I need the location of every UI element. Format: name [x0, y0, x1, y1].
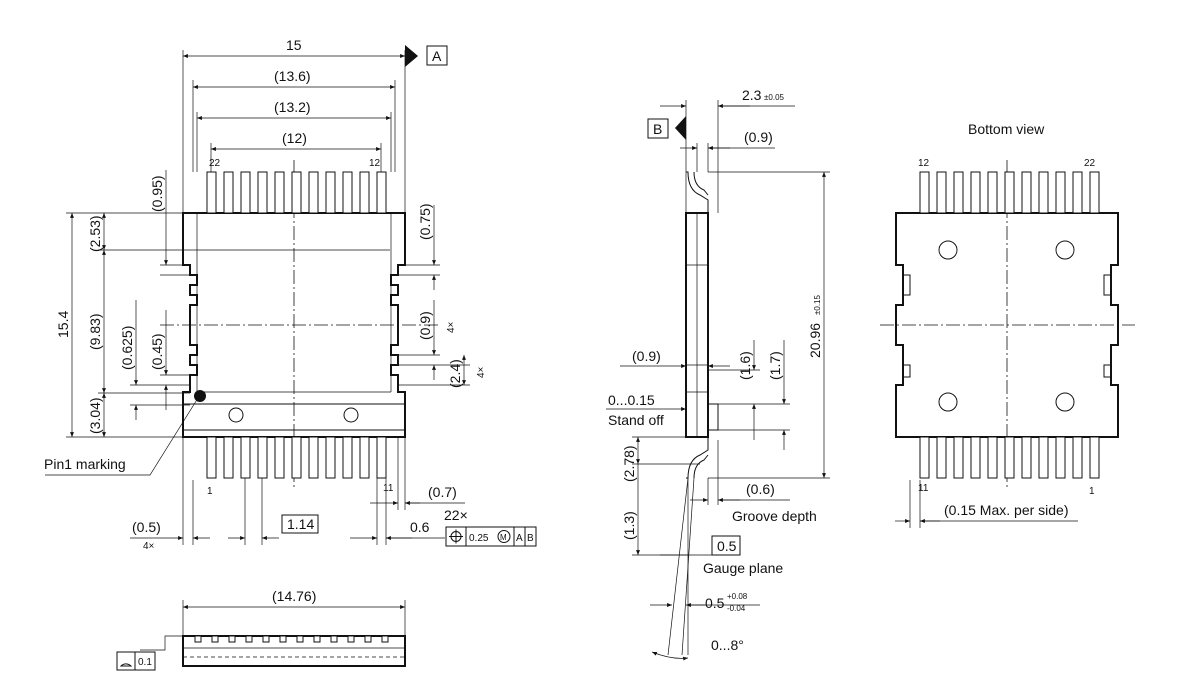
dim-2-3: 2.3	[742, 87, 762, 103]
lead-angle: 0...8°	[711, 637, 744, 653]
bottom-view: Bottom view	[880, 121, 1135, 528]
dim-0-6: 0.6	[410, 519, 430, 535]
mult-4x-b: 4×	[476, 366, 487, 378]
dim-20-96: 20.96	[807, 323, 823, 358]
pin-number-1: 1	[207, 486, 213, 497]
dim-0-625: (0.625)	[119, 326, 135, 370]
groove-depth-label: Groove depth	[732, 508, 817, 524]
bottom-mount-hole-br	[1055, 392, 1075, 412]
bottom-view-title: Bottom view	[968, 121, 1045, 137]
mmc-symbol-icon	[497, 530, 511, 543]
datum-b-label: B	[653, 121, 662, 137]
flatness-value: 0.1	[138, 657, 152, 668]
dim-0-7: (0.7)	[428, 484, 457, 500]
datum-a-label: A	[432, 48, 442, 64]
dim-2-78: (2.78)	[621, 445, 637, 482]
bottom-pin-number-22: 22	[1084, 158, 1096, 169]
pin1-marking-dot	[194, 390, 206, 402]
lead-thickness: 0.5	[705, 595, 725, 611]
front-view: (14.76) 0.1	[116, 588, 406, 671]
top-view-lower-pins	[206, 436, 387, 479]
dim-0-95: (0.95)	[149, 175, 165, 212]
fcf-datum-b: B	[527, 533, 534, 544]
fcf-tolerance: 0.25	[469, 533, 489, 544]
ejector-pin-right	[343, 407, 359, 423]
standoff-label: Stand off	[608, 412, 664, 428]
dim-20-96-tol: ±0.15	[813, 294, 822, 315]
bottom-mount-hole-tl	[938, 240, 958, 260]
bottom-mount-hole-tr	[1055, 240, 1075, 260]
lead-thickness-minus: -0.04	[727, 604, 746, 613]
basic-dim-box	[281, 514, 319, 534]
mult-22x: 22×	[444, 507, 468, 523]
bottom-pin-number-1: 1	[1089, 486, 1095, 497]
bottom-view-lower-pins	[919, 436, 1100, 479]
side-view-lower-lead	[686, 437, 709, 479]
dim-3-04: (3.04)	[87, 397, 103, 434]
position-tolerance-frame: 0.25 M A B	[445, 526, 537, 547]
datum-b-box	[647, 118, 669, 139]
ejector-pin-left	[228, 407, 244, 423]
side-view-upper-lead	[686, 171, 709, 213]
dim-width-12: (12)	[282, 130, 307, 146]
pin-number-11: 11	[383, 483, 394, 494]
pin-number-22: 22	[209, 158, 221, 169]
mult-4x-a: 4×	[446, 321, 457, 333]
fcf-m: M	[500, 533, 507, 542]
dim-0-45: (0.45)	[149, 333, 165, 370]
fcf-datum-a: A	[516, 533, 523, 544]
lead-thickness-plus: +0.08	[727, 592, 748, 601]
dim-2-4: (2.4)	[447, 359, 463, 388]
side-view: 2.3 ±0.05 B (0.9) 20.96 ±0.15 (1.6) (1.7…	[606, 87, 830, 661]
dim-0-75: (0.75)	[417, 203, 433, 240]
dim-0-9-top: (0.9)	[744, 129, 773, 145]
bottom-pin-number-11: 11	[918, 483, 929, 494]
front-view-lead-tips	[194, 635, 389, 643]
dim-9-83: (9.83)	[87, 313, 103, 350]
dim-0-9-mid: (0.9)	[632, 348, 661, 364]
top-view-upper-pins	[206, 171, 387, 214]
dim-1-3: (1.3)	[621, 511, 637, 540]
dim-1-7: (1.7)	[767, 351, 783, 380]
dim-0-9: (0.9)	[417, 311, 433, 340]
dim-0-6: (0.6)	[746, 481, 775, 497]
bottom-pin-number-12: 12	[918, 158, 930, 169]
gauge-plane-box	[711, 535, 741, 556]
profile-surface-icon	[119, 663, 133, 667]
dim-width-13-2: (13.2)	[274, 99, 311, 115]
dim-height-15-4: 15.4	[55, 311, 71, 338]
top-view: 22 12 1 11 15 A (13.6) (13.2) (12) 15.4 …	[44, 37, 537, 552]
dim-overall-width: 15	[286, 37, 302, 53]
bottom-view-note: (0.15 Max. per side)	[944, 502, 1069, 518]
basic-pitch: 1.14	[287, 516, 314, 532]
dim-2-3-tol: ±0.05	[764, 93, 785, 102]
side-view-slug	[707, 403, 719, 431]
bottom-mount-hole-bl	[938, 392, 958, 412]
datum-a-box	[426, 45, 448, 66]
dim-14-76: (14.76)	[272, 588, 316, 604]
dim-1-6: (1.6)	[737, 351, 753, 380]
pin1-marking-label: Pin1 marking	[44, 456, 126, 472]
dim-width-13-6: (13.6)	[274, 68, 311, 84]
gauge-plane-value: 0.5	[717, 538, 737, 554]
mult-4x-c: 4×	[143, 541, 155, 552]
dim-0-5: (0.5)	[132, 519, 161, 535]
dim-2-53: (2.53)	[87, 215, 103, 252]
gauge-plane-label: Gauge plane	[703, 560, 783, 576]
standoff-value: 0...0.15	[608, 392, 655, 408]
bottom-view-upper-pins	[919, 171, 1100, 214]
pin-number-12: 12	[369, 158, 381, 169]
